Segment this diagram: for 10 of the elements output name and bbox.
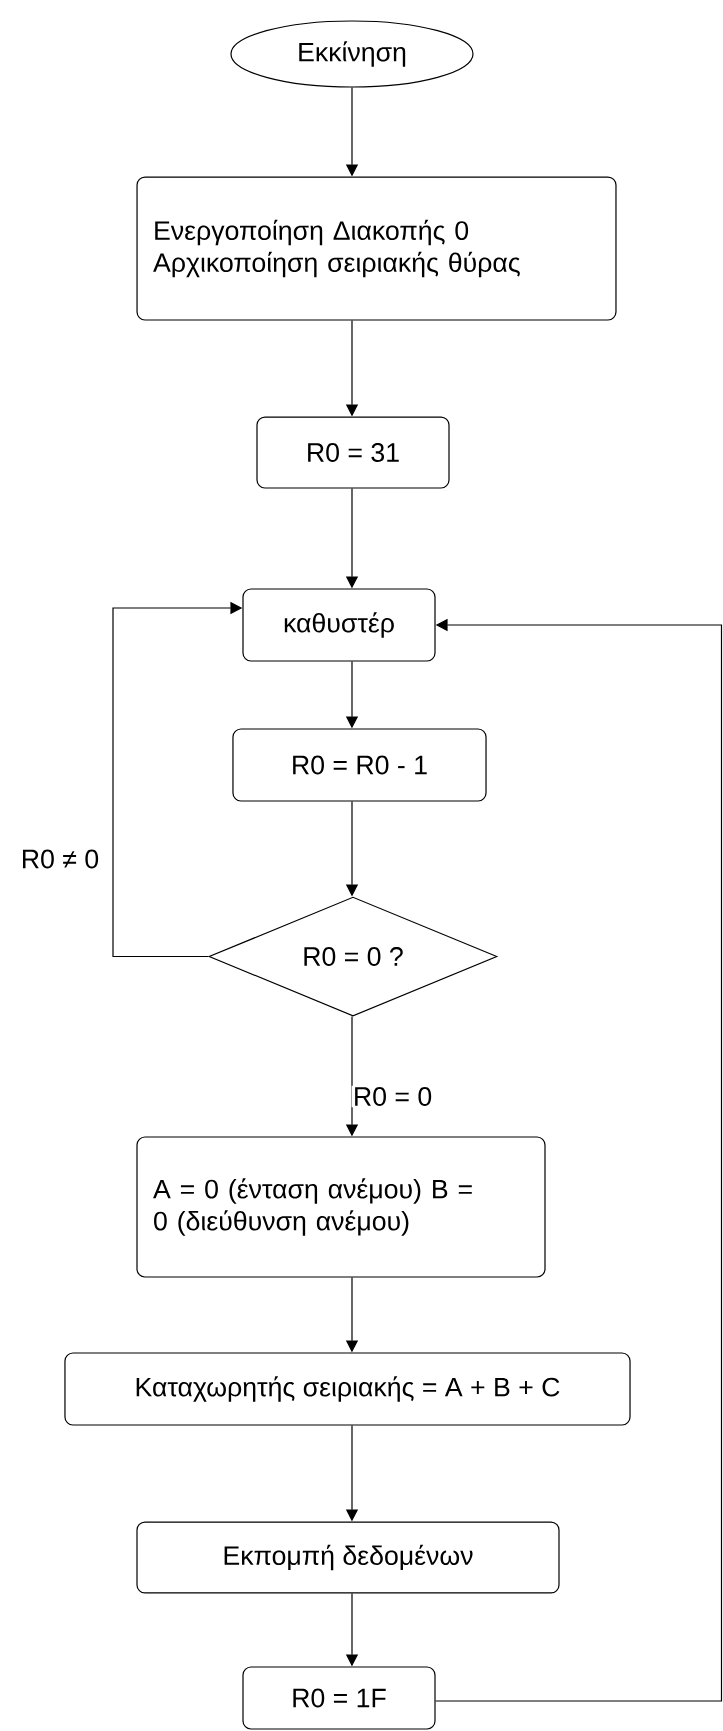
process-box: R0 = 1F [242,1666,436,1730]
process-box: Καταχωρητής σειριακής = A + B + C [64,1352,631,1426]
edge-label: R0 = 0 [351,1085,434,1108]
process-box: R0 = 31 [256,416,450,489]
process-box: καθυστέρ [242,588,436,662]
process-box: A = 0 (ένταση ανέμου) B = 0 (διεύθυνση ανέμου) [136,1136,546,1278]
edge-label: R0 ≠ 0 [19,848,101,870]
process-box: R0 = R0 - 1 [232,728,487,802]
process-box: Εκπομπή δεδομένων [136,1521,560,1594]
process-box: Ενεργοποίηση Διακοπής 0 Αρχικοποίηση σειριακής θύρας [136,176,617,321]
